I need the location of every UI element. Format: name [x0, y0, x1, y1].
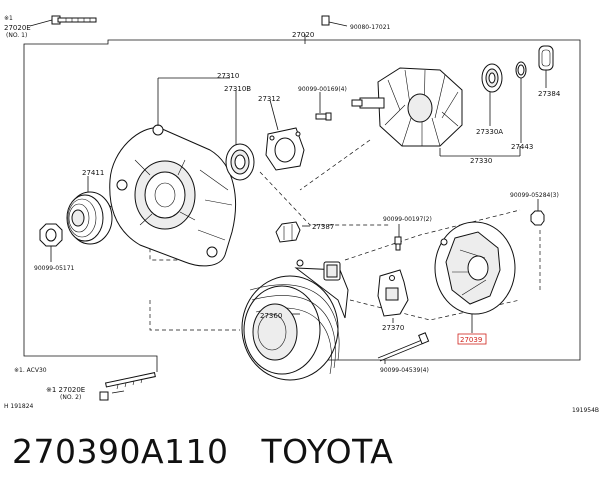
label-27310: 27310: [217, 72, 239, 80]
bolt-90099-04539-icon: [377, 332, 430, 362]
screw-90099-00197-icon: [394, 236, 402, 251]
bearing-27310b-icon: [225, 143, 255, 181]
screw-90099-00169-icon: [315, 112, 332, 121]
label-27020: 27020: [292, 31, 314, 39]
note-mark-1: ※1: [4, 15, 13, 22]
label-27039[interactable]: 27039: [460, 336, 482, 344]
label-27020e-no1: 27020E: [4, 24, 31, 32]
pulley-27411-icon: [66, 191, 113, 245]
gasket-27384-icon: [538, 45, 554, 71]
label-90099-04539: 90099-04539(4): [380, 367, 429, 374]
label-90099-00169: 90099-00169(4): [298, 86, 347, 93]
label-27360: 27360: [260, 312, 282, 320]
figure-code: 191954B: [572, 407, 599, 414]
label-27020e-no2-sub: (NO. 2): [60, 394, 81, 401]
note-acv30: ※1. ACV30: [14, 367, 47, 374]
h-code: H 191824: [4, 403, 34, 410]
stator-27360-icon: [241, 259, 349, 381]
label-90080-17021: 90080-17021: [350, 24, 391, 31]
label-27330: 27330: [470, 157, 492, 165]
nut-90099-05284-icon: [530, 210, 545, 226]
bolt-27020e-no1-icon: [51, 15, 97, 25]
bearing-27330a-icon: [481, 63, 503, 93]
label-27411: 27411: [82, 169, 104, 177]
retainer-plate-27312-icon: [265, 127, 305, 171]
assembly-path: [344, 209, 521, 261]
ring-27443-icon: [515, 61, 527, 79]
main-frame-top: [73, 39, 581, 361]
assembly-path: [259, 171, 390, 226]
leader-lines: [29, 19, 547, 394]
label-27384: 27384: [538, 90, 561, 98]
main-frame: [23, 43, 158, 372]
rotor-27330-icon: [351, 67, 463, 147]
label-27310b: 27310B: [224, 85, 251, 93]
label-27370: 27370: [382, 324, 404, 332]
label-27020e-no2: ※1 27020E: [46, 386, 85, 394]
insulator-27387-icon: [275, 221, 301, 243]
rear-cover-27039-icon: [434, 221, 516, 315]
highlight-box-27039: [457, 333, 487, 345]
label-90099-05284: 90099-05284(3): [510, 192, 559, 199]
alternator-exploded-diagram: ※1 27020E (NO. 1) 90080-17021 27020 2731…: [4, 15, 599, 414]
regulator-27370-icon: [377, 269, 409, 317]
nut-90099-05171-icon: [39, 223, 63, 247]
label-90099-00197: 90099-00197(2): [383, 216, 432, 223]
label-27330a: 27330A: [476, 128, 503, 136]
assembly-path: [149, 300, 240, 331]
front-housing-27310-icon: [109, 124, 237, 267]
label-27443: 27443: [511, 143, 533, 151]
part-number-caption: 270390A110 TOYOTA: [12, 432, 394, 471]
bolt-27020e-no2-icon: [99, 372, 156, 401]
nut-90080-17021-icon: [321, 15, 348, 27]
label-27387: 27387: [312, 223, 334, 231]
label-27312: 27312: [258, 95, 280, 103]
label-90099-05171: 90099-05171: [34, 265, 75, 272]
assembly-path: [299, 139, 371, 191]
label-27020e-no1-sub: (NO. 1): [6, 32, 27, 39]
